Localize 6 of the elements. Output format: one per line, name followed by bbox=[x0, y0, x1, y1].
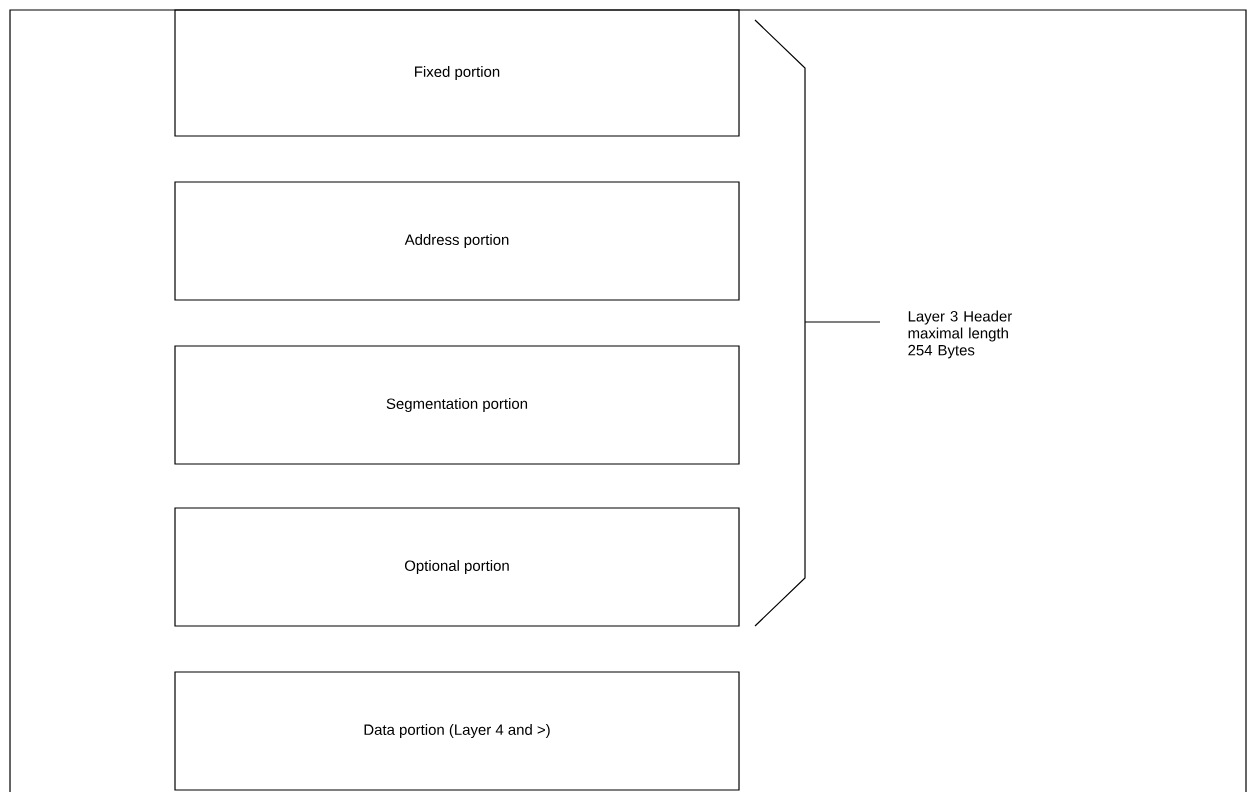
portion-box: Data portion (Layer 4 and >) bbox=[174, 671, 740, 791]
portion-box: Optional portion bbox=[174, 507, 740, 627]
bracket-label: Layer 3 Header maximal length 254 Bytes bbox=[908, 310, 1012, 359]
portion-box: Address portion bbox=[174, 181, 740, 301]
portion-box: Segmentation portion bbox=[174, 345, 740, 465]
portion-box: Fixed portion bbox=[174, 9, 740, 137]
